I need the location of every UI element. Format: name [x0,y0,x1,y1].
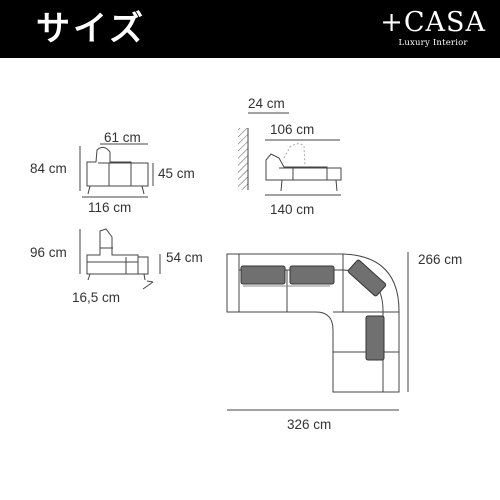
module-a-width-label: 116 cm [88,200,131,215]
module-a-height-label: 84 cm [30,161,67,176]
module-b-dimensions [79,229,161,290]
module-c-dimensions [248,112,341,196]
page-title: サイズ [36,9,146,49]
module-c-recline-depth-label: 106 cm [270,122,314,137]
module-a-dimensions [79,143,154,198]
header-bar: サイズ +CASA Luxury Interior [0,0,500,58]
module-a-seat-height-label: 45 cm [158,166,195,181]
brand-tagline: Luxury Interior [398,38,468,48]
module-b-leg-gap-label: 16,5 cm [72,290,120,305]
module-b-arm-height-label: 54 cm [166,250,203,265]
brand-logo: +CASA Luxury Interior [380,9,486,49]
wall-hatch [238,128,249,190]
module-c-wall-gap-label: 24 cm [248,96,285,111]
plan-cushions [240,259,387,361]
plan-width-label: 326 cm [287,417,331,432]
brand-name: +CASA [380,7,486,38]
module-b-side-view [86,228,149,281]
module-a-seat-depth-label: 61 cm [104,130,141,145]
module-c-side-view [265,143,342,192]
plan-dimensions [227,252,409,411]
module-a-side-view [86,146,149,195]
plan-height-label: 266 cm [418,252,462,267]
module-c-total-depth-label: 140 cm [270,202,314,217]
module-b-height-label: 96 cm [30,245,67,260]
